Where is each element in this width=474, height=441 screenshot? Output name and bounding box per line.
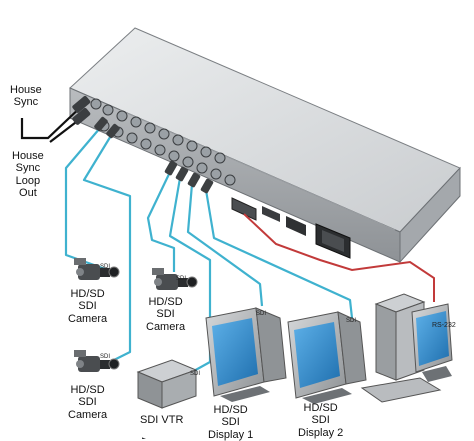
house-sync-loop-out-label: House Sync Loop Out — [12, 150, 44, 199]
vtr-label: SDI VTR — [140, 414, 184, 426]
sdi-tag: SDI — [346, 318, 356, 324]
camera-3-label: HD/SD SDI Camera — [68, 384, 107, 421]
label-line: SDI — [78, 300, 97, 313]
label-line: House — [10, 84, 42, 96]
camera-1-label: HD/SD SDI Camera — [68, 288, 107, 325]
label-line: Display 2 — [298, 426, 344, 439]
monitor-icon — [287, 311, 367, 404]
vtr-icon — [136, 359, 198, 439]
sdi-tag: SDI — [176, 276, 186, 282]
label-line: HD/SD — [70, 288, 105, 300]
computer-icon — [360, 293, 453, 403]
label-line: SDI — [221, 416, 240, 429]
sdi-cables — [64, 127, 354, 373]
bnc-connector-icon — [90, 98, 236, 186]
house-sync-label: House Sync — [10, 84, 42, 109]
sdi-tags: SDI SDI SDI SDI SDI SDI — [100, 264, 356, 377]
label-line: House — [12, 150, 44, 162]
label-line: Camera — [68, 408, 108, 421]
house-sync-plugs — [72, 95, 91, 125]
camera-2-label: HD/SD SDI Camera — [146, 296, 185, 333]
rs232-cable — [243, 213, 435, 302]
sdi-tag: SDI — [100, 264, 110, 270]
sdi-plugs — [94, 116, 214, 194]
sdi-tag: SDI — [190, 371, 200, 377]
label-line: Camera — [146, 320, 186, 333]
sdi-tag: SDI — [256, 311, 266, 317]
label-line: Sync — [15, 162, 41, 175]
label-line: HD/SD — [70, 384, 105, 396]
label-line: Out — [19, 186, 37, 199]
label-line: SDI — [78, 396, 97, 409]
camera-icon — [152, 268, 198, 290]
label-line: Display 1 — [208, 428, 254, 441]
chassis-side — [399, 166, 461, 264]
label-line: HD/SD — [303, 402, 338, 414]
label-line: SDI — [311, 414, 330, 427]
label-line: HD/SD — [148, 296, 183, 308]
label-line: HD/SD — [213, 404, 248, 416]
camera-icon — [74, 258, 120, 280]
sdi-tag: SDI — [100, 354, 110, 360]
label-line: Camera — [68, 312, 108, 325]
db9-connector-icon — [231, 197, 257, 221]
terminal-block-icon — [262, 206, 306, 236]
label-line: SDI — [156, 308, 175, 321]
label-line: Sync — [13, 96, 39, 109]
rs232-label: RS-232 — [432, 322, 456, 329]
display-2-label: HD/SD SDI Display 2 — [298, 402, 343, 439]
display-1-label: HD/SD SDI Display 1 — [208, 404, 253, 441]
power-inlet-icon — [315, 223, 351, 259]
camera-icon — [74, 350, 120, 372]
label-line: Loop — [15, 174, 41, 187]
monitor-icon — [205, 307, 287, 402]
switcher-chassis — [69, 27, 461, 264]
